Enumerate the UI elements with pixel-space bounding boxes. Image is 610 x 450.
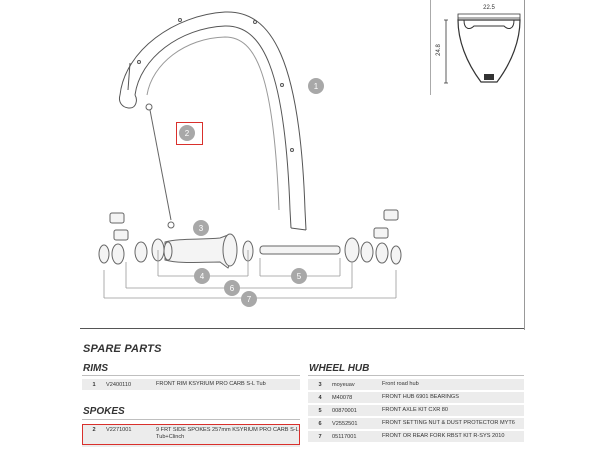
table-row: 3 moyeuav Front road hub — [308, 379, 524, 390]
svg-text:22.5: 22.5 — [483, 5, 495, 11]
spoke-drawing — [145, 103, 175, 229]
part-code: moyeuav — [332, 381, 355, 388]
callout-5: 5 — [291, 268, 307, 284]
part-number: 3 — [318, 381, 322, 388]
part-description: FRONT RIM KSYRIUM PRO CARB S-L Tub — [156, 381, 266, 388]
svg-text:7: 7 — [247, 295, 252, 304]
svg-text:24.8: 24.8 — [436, 44, 442, 56]
callout-1: 1 — [308, 78, 324, 94]
callout-7: 7 — [241, 291, 257, 307]
rim-profile-drawing: 22.5 24.8 — [436, 5, 521, 84]
part-number: 5 — [318, 407, 322, 414]
wheel-hub-divider — [308, 375, 524, 376]
svg-text:6: 6 — [230, 284, 235, 293]
part-description: 9 FRT SIDE SPOKES 257mm KSYRIUM PRO CARB… — [156, 427, 299, 440]
part-description: Front road hub — [382, 381, 419, 388]
svg-text:5: 5 — [297, 272, 302, 281]
wheel-hub-heading: WHEEL HUB — [309, 363, 370, 374]
part-number: 1 — [92, 381, 96, 388]
rims-heading: RIMS — [83, 363, 108, 374]
spokes-heading: SPOKES — [83, 406, 125, 417]
callout-4: 4 — [194, 268, 210, 284]
table-row: 2 V2271001 9 FRT SIDE SPOKES 257mm KSYRI… — [82, 425, 300, 447]
table-row: 4 M40078 FRONT HUB 6901 BEARINGS — [308, 392, 524, 403]
callout-3: 3 — [193, 220, 209, 236]
svg-text:1: 1 — [314, 82, 319, 91]
exploded-wheel-diagram: 1 2 3 4 5 6 7 22.5 24.8 — [80, 0, 525, 330]
callout-6: 6 — [224, 280, 240, 296]
part-code: M40078 — [332, 394, 353, 401]
callout-2: 2 — [179, 125, 195, 141]
part-number: 6 — [318, 420, 322, 427]
spokes-row-highlight — [82, 424, 300, 445]
rims-divider — [82, 375, 300, 376]
svg-text:3: 3 — [199, 224, 204, 233]
table-row: 7 05117001 FRONT OR REAR FORK RBST KIT R… — [308, 431, 524, 442]
table-row: 6 V2552501 FRONT SETTING NUT & DUST PROT… — [308, 418, 524, 429]
svg-text:4: 4 — [200, 272, 205, 281]
part-description: FRONT OR REAR FORK RBST KIT R-SYS 2010 — [382, 433, 505, 440]
part-description: FRONT SETTING NUT & DUST PROTECTOR MYT6 — [382, 420, 515, 427]
hub-drawing — [98, 209, 402, 269]
part-code: 00870001 — [332, 407, 357, 414]
part-description: FRONT AXLE KIT CXR 80 — [382, 407, 449, 414]
table-row: 1 V2400110 FRONT RIM KSYRIUM PRO CARB S-… — [82, 379, 300, 390]
part-number: 4 — [318, 394, 322, 401]
svg-text:2: 2 — [185, 129, 190, 138]
part-code: 05117001 — [332, 433, 357, 440]
part-code: V2400110 — [106, 381, 132, 388]
part-code: V2271001 — [106, 427, 132, 433]
part-number: 2 — [92, 427, 96, 433]
rim-drawing — [119, 11, 307, 231]
callout-2-highlight — [176, 122, 203, 145]
part-description: FRONT HUB 6901 BEARINGS — [382, 394, 459, 401]
table-row: 5 00870001 FRONT AXLE KIT CXR 80 — [308, 405, 524, 416]
spare-parts-title: SPARE PARTS — [83, 343, 162, 355]
spokes-divider — [82, 419, 300, 420]
part-number: 7 — [318, 433, 322, 440]
part-code: V2552501 — [332, 420, 358, 427]
